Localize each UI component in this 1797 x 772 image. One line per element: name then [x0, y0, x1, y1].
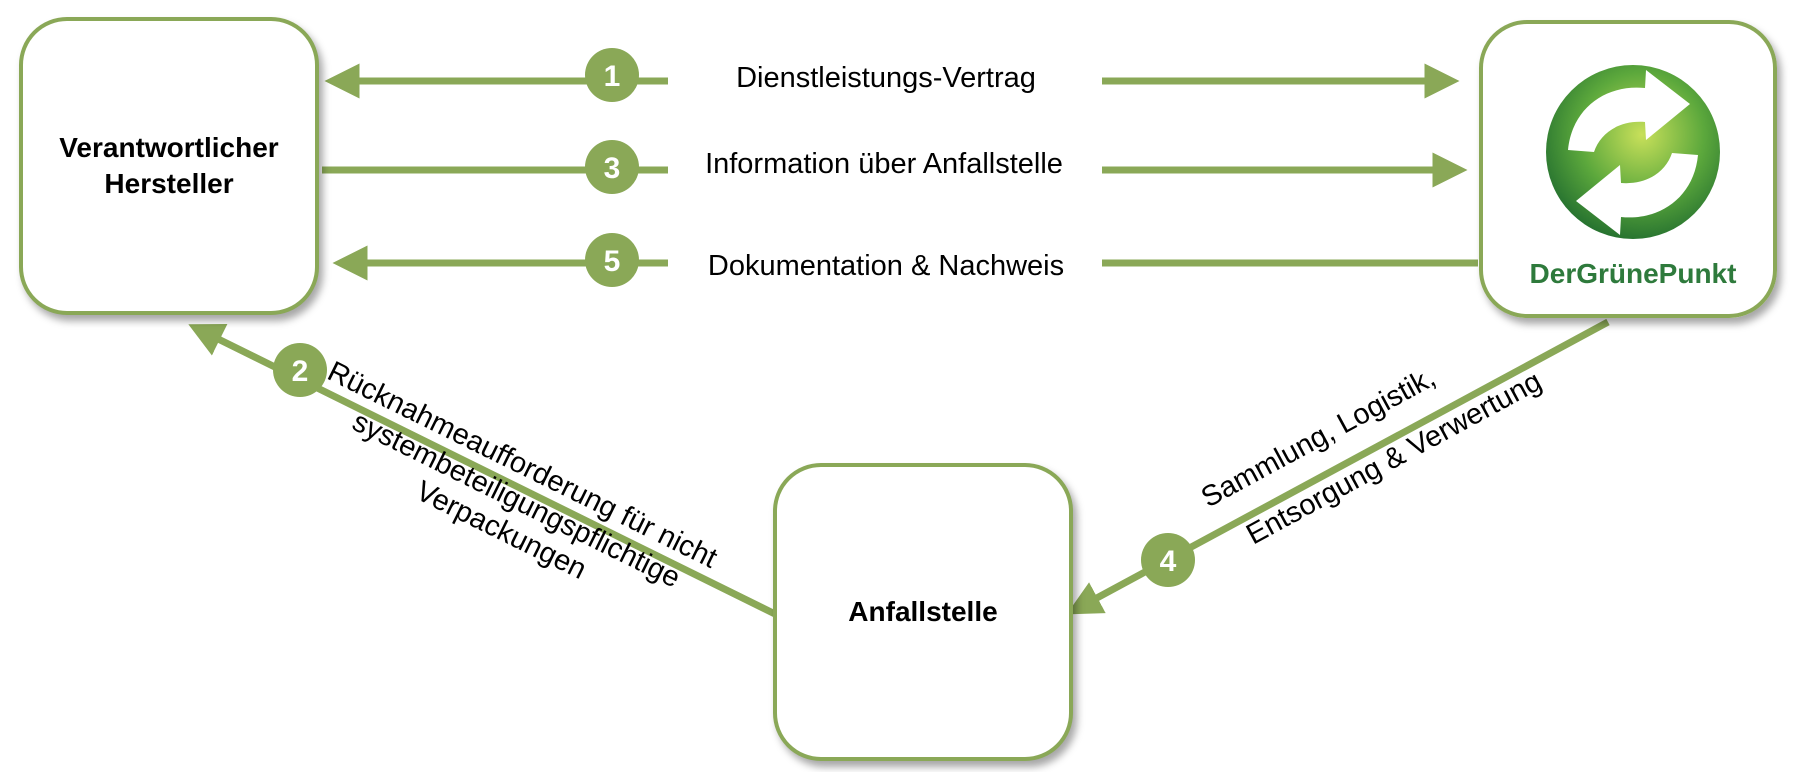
- badge-1: [585, 48, 639, 102]
- badge-3: [585, 140, 639, 194]
- badge-5: [585, 233, 639, 287]
- badge-4: [1141, 533, 1195, 587]
- badge-1-number: 1: [604, 60, 621, 93]
- badge-3-number: 3: [604, 152, 621, 185]
- flow-1-label: Dienstleistungs-Vertrag: [736, 62, 1036, 94]
- node-verantwortlicher-hersteller: Verantwortlicher Hersteller: [19, 17, 319, 315]
- flow-3-label: Information über Anfallstelle: [705, 148, 1063, 180]
- flow-5-label: Dokumentation & Nachweis: [708, 250, 1064, 282]
- node-gruener-punkt: [1479, 20, 1777, 318]
- badge-4-number: 4: [1160, 545, 1177, 578]
- badge-2-number: 2: [292, 355, 309, 388]
- node-verantwortlicher-hersteller-label: Verantwortlicher Hersteller: [59, 131, 279, 199]
- logo-arrow-upper-icon: [1568, 70, 1690, 152]
- badge-2: [273, 343, 327, 397]
- logo-wordmark: DerGrünePunkt: [1530, 258, 1737, 289]
- logo-arrow-lower-icon: [1576, 153, 1698, 235]
- node-anfallstelle-label: Anfallstelle: [848, 595, 998, 627]
- badge-5-number: 5: [604, 245, 621, 278]
- flow-2-line-2: systembeteiligungspflichtige: [347, 406, 685, 595]
- gruener-punkt-logo: DerGrünePunkt: [1530, 65, 1737, 289]
- node-anfallstelle: Anfallstelle: [773, 463, 1073, 761]
